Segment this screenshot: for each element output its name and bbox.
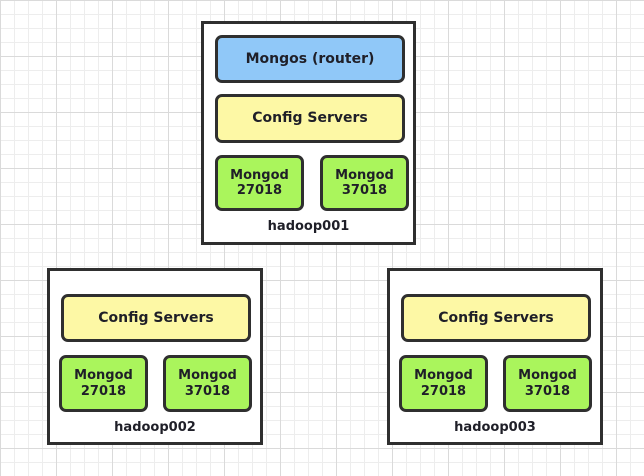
node-port-mongod-27018-hadoop003: 27018 [420, 383, 467, 399]
host-label-hadoop002: hadoop002 [114, 420, 196, 435]
node-label-mongod-37018: Mongod [335, 167, 394, 183]
node-label-config-servers: Config Servers [252, 110, 368, 127]
node-port-mongod-27018: 27018 [236, 183, 283, 198]
node-mongod-27018-hadoop003[interactable]: Mongod 27018 [399, 355, 488, 412]
node-mongos-router[interactable]: Mongos (router) [215, 35, 405, 83]
node-mongod-37018-hadoop002[interactable]: Mongod 37018 [163, 355, 252, 412]
node-config-servers-hadoop002[interactable]: Config Servers [61, 294, 251, 342]
node-label-config-servers-hadoop002: Config Servers [98, 309, 214, 326]
node-config-servers[interactable]: Config Servers [215, 94, 405, 143]
host-container-hadoop002[interactable]: Config Servers Mongod 27018 Mongod 37018… [47, 268, 263, 445]
node-label-mongod-27018-hadoop003: Mongod [414, 368, 473, 384]
node-label-mongod-37018-hadoop003: Mongod [518, 368, 577, 384]
node-port-mongod-37018: 37018 [341, 183, 388, 198]
node-label-mongod-27018: Mongod [230, 167, 289, 183]
node-config-servers-hadoop003[interactable]: Config Servers [401, 294, 591, 342]
host-label-hadoop001: hadoop001 [267, 219, 350, 234]
node-port-mongod-27018-hadoop002: 27018 [80, 383, 127, 399]
node-label-mongod-27018-hadoop002: Mongod [74, 368, 133, 384]
node-mongod-37018[interactable]: Mongod 37018 [320, 155, 409, 211]
host-label-hadoop003: hadoop003 [454, 420, 536, 435]
node-mongod-27018[interactable]: Mongod 27018 [215, 155, 304, 211]
node-port-mongod-37018-hadoop002: 37018 [184, 383, 231, 399]
node-port-mongod-37018-hadoop003: 37018 [524, 383, 571, 399]
node-label-mongos-router: Mongos (router) [245, 50, 375, 67]
node-label-config-servers-hadoop003: Config Servers [438, 309, 554, 326]
node-mongod-37018-hadoop003[interactable]: Mongod 37018 [503, 355, 592, 412]
node-mongod-27018-hadoop002[interactable]: Mongod 27018 [59, 355, 148, 412]
host-container-hadoop003[interactable]: Config Servers Mongod 27018 Mongod 37018… [387, 268, 603, 445]
node-label-mongod-37018-hadoop002: Mongod [178, 368, 237, 384]
host-container-hadoop001[interactable]: Mongos (router) Config Servers Mongod 27… [201, 21, 416, 245]
